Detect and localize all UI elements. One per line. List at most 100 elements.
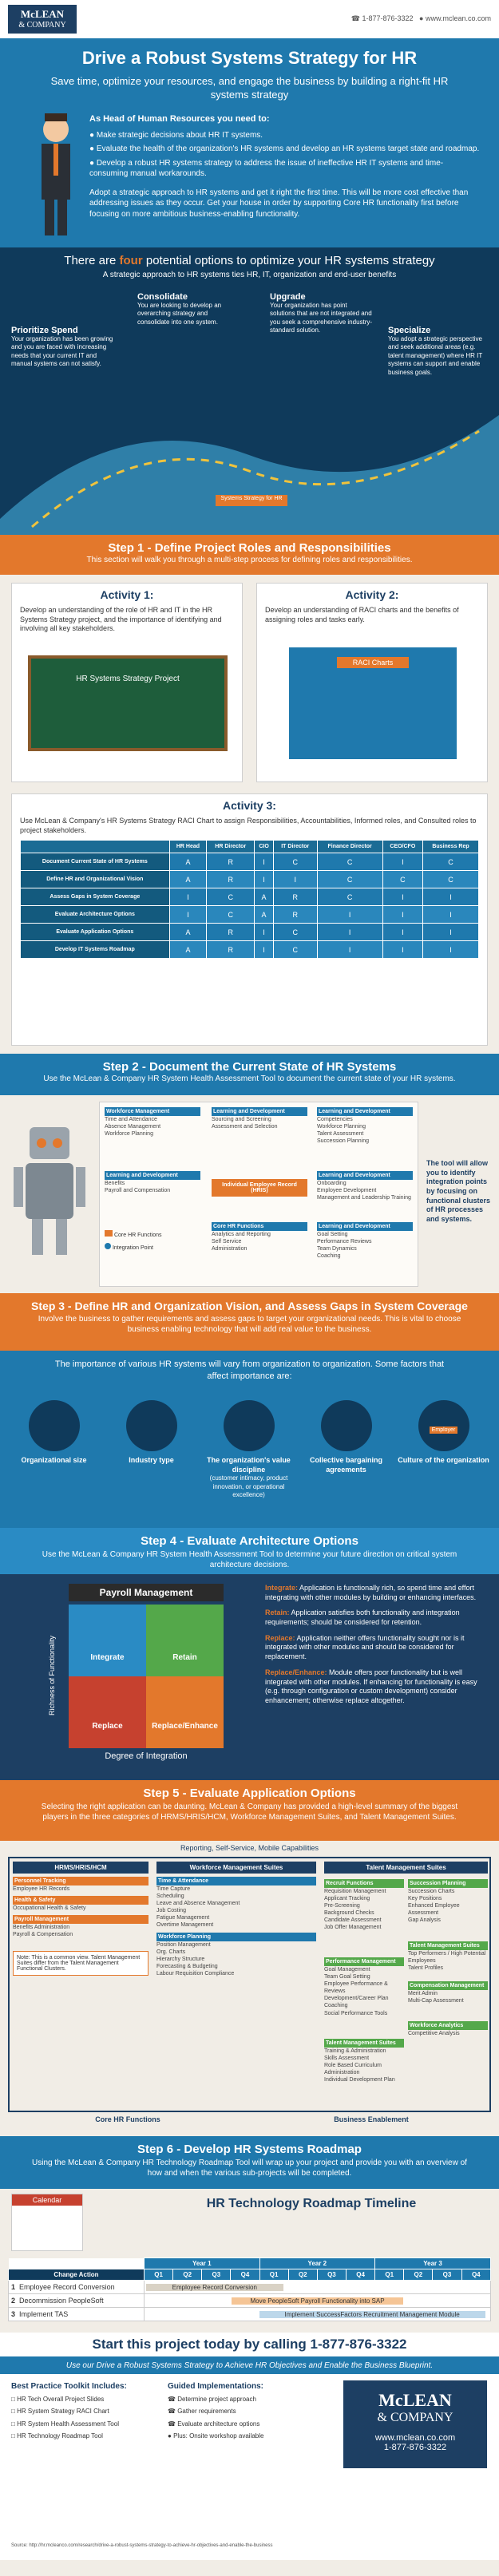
page-title: Drive a Robust Systems Strategy for HR	[81, 48, 418, 68]
option-desc: Your organization has point solutions th…	[270, 302, 373, 334]
step6-body: Calendar HR Technology Roadmap Timeline …	[0, 2189, 499, 2333]
factors-row: Organizational size Industry type The or…	[8, 1400, 491, 1520]
tm-group: Recruit Functions Requisition Management…	[324, 1879, 404, 1932]
option-name: Consolidate	[137, 292, 188, 302]
culture-icon: Employer	[418, 1400, 469, 1451]
quadrant-replace-enhance: Replace/Enhance	[146, 1676, 224, 1748]
raci-chart-label: RACI Charts	[337, 657, 409, 668]
step1-title: Step 1 - Define Project Roles and Respon…	[108, 541, 391, 555]
activity3-text: Use McLean & Company's HR Systems Strate…	[20, 817, 477, 834]
raci-col-header: CIO	[254, 840, 274, 854]
activity1-title: Activity 1:	[100, 588, 154, 601]
raci-col-header: HR Head	[168, 840, 208, 854]
raci-col-header	[20, 840, 170, 854]
option-specialize: Specialize You adopt a strategic perspec…	[388, 326, 492, 377]
footer-logo-block[interactable]: McLEAN & COMPANY www.mclean.co.com 1-877…	[343, 2380, 487, 2468]
guided-item[interactable]: ☎ Determine project approach	[168, 2396, 256, 2403]
activity2-title: Activity 2:	[345, 588, 399, 601]
cta-text[interactable]: Start this project today by calling 1-87…	[92, 2337, 407, 2352]
logo[interactable]: McLEAN & COMPANY	[8, 5, 77, 34]
blueprint-text[interactable]: Use our Drive a Robust Systems Strategy …	[65, 2361, 434, 2370]
option-name: Upgrade	[270, 292, 306, 302]
step6-subtitle: Using the McLean & Company HR Technology…	[32, 2159, 467, 2178]
document-icon: □	[11, 2432, 15, 2440]
integration-point-icon	[105, 1243, 111, 1249]
step4-subtitle: Use the McLean & Company HR System Healt…	[42, 1550, 457, 1569]
guided-item[interactable]: ● Plus: Onsite workshop available	[168, 2432, 264, 2440]
step5-banner: Step 5 - Evaluate Application Options Se…	[0, 1780, 499, 1841]
hrms-column: HRMS/HRIS/HCM Personnel Tracking Employe…	[13, 1862, 149, 1977]
activity2-card: Activity 2: Develop an understanding of …	[256, 583, 488, 782]
toolkit-item[interactable]: □ HR System Health Assessment Tool	[11, 2420, 119, 2428]
raci-col-header: Business Rep	[422, 840, 479, 854]
document-icon: □	[11, 2408, 15, 2416]
step6-title: Step 6 - Develop HR Systems Roadmap	[137, 2143, 362, 2156]
step5-subtitle: Selecting the right application can be d…	[41, 1802, 458, 1822]
cluster-box: Workforce Management Time and Attendance…	[105, 1107, 200, 1138]
step3-title: Step 3 - Define HR and Organization Visi…	[31, 1300, 468, 1312]
document-icon: □	[11, 2420, 15, 2428]
core-swatch	[105, 1230, 113, 1237]
header-phone[interactable]: 1-877-876-3322	[362, 14, 414, 22]
step2-body: Workforce Management Time and Attendance…	[0, 1095, 499, 1293]
value-discipline-icon	[223, 1400, 275, 1451]
guided-item[interactable]: ☎ Gather requirements	[168, 2408, 236, 2416]
raci-col-header: CEO/CFO	[382, 840, 424, 854]
businessman-icon	[42, 113, 70, 235]
option-upgrade: Upgrade Your organization has point solu…	[270, 292, 374, 335]
footer-phone[interactable]: 1-877-876-3322	[383, 2443, 447, 2452]
cluster-box: Learning and Development Sourcing and Sc…	[212, 1107, 307, 1130]
option-prioritize: Prioritize Spend Your organization has b…	[11, 326, 115, 369]
header-contact: ☎ 1-877-876-3322 ● www.mclean.co.com	[351, 14, 491, 23]
raci-screen: RACI Charts	[289, 647, 457, 759]
options-subtitle: A strategic approach to HR systems ties …	[102, 271, 397, 279]
org-size-icon	[28, 1400, 80, 1451]
quadrant-replace: Replace	[69, 1676, 146, 1748]
def-replace: Replace: Application neither offers func…	[265, 1633, 465, 1661]
activity1-text: Develop an understanding of the role of …	[20, 606, 222, 633]
roadmap-bar: Employee Record Conversion	[146, 2283, 283, 2291]
factor-item: The organization's value discipline (cus…	[203, 1400, 295, 1500]
quadrant-retain: Retain	[146, 1605, 224, 1676]
chalkboard-text: HR Systems Strategy Project	[76, 675, 180, 683]
step3-banner: Step 3 - Define HR and Organization Visi…	[0, 1293, 499, 1351]
toolkit-list: Best Practice Toolkit Includes: □ HR Tec…	[11, 2382, 163, 2445]
tm-group: Talent Management Suites Top Performers …	[408, 1941, 488, 1972]
cta-bar: Start this project today by calling 1-87…	[0, 2333, 499, 2356]
factor-item: Industry type	[105, 1400, 197, 1466]
hero-bullet: ● Evaluate the health of the organizatio…	[89, 144, 480, 154]
tool-note: The tool will allow you to identify inte…	[426, 1159, 491, 1224]
change-action-header: Change Action	[8, 2269, 145, 2281]
toolkit-item[interactable]: □ HR System Strategy RACI Chart	[11, 2408, 109, 2416]
guided-item[interactable]: ☎ Evaluate architecture options	[168, 2420, 260, 2428]
table-row: 1 Employee Record Conversion Employee Re…	[8, 2280, 491, 2294]
road-label: Systems Strategy for HR	[220, 496, 283, 501]
core-functions-label: Core HR Functions	[95, 2115, 160, 2123]
toolkit-item[interactable]: □ HR Tech Overall Project Slides	[11, 2396, 105, 2403]
footer-website[interactable]: www.mclean.co.com	[374, 2433, 456, 2443]
header-website[interactable]: www.mclean.co.com	[425, 14, 491, 22]
toolkit-item[interactable]: □ HR Technology Roadmap Tool	[11, 2432, 103, 2440]
step3-body: The importance of various HR systems wil…	[0, 1351, 499, 1528]
cluster-box: Core HR Functions Analytics and Reportin…	[212, 1222, 307, 1252]
step2-subtitle: Use the McLean & Company HR System Healt…	[43, 1074, 456, 1083]
raci-table: HR Head HR Director CIO IT Director Fina…	[20, 840, 479, 960]
app-landscape: HRMS/HRIS/HCM Personnel Tracking Employe…	[8, 1857, 491, 2112]
footer-logo-bottom: & COMPANY	[377, 2411, 453, 2424]
source-text[interactable]: Source: http://hr.mcleanco.com/research/…	[11, 2543, 273, 2548]
step4-body: Payroll Management Richness of Functiona…	[0, 1574, 499, 1780]
phone-icon: ☎	[168, 2420, 176, 2428]
step3-subtitle: Involve the business to gather requireme…	[38, 1315, 461, 1334]
tm-group: Talent Management Suites Training & Admi…	[324, 2039, 404, 2083]
guided-list: Guided Implementations: ☎ Determine proj…	[168, 2382, 327, 2445]
